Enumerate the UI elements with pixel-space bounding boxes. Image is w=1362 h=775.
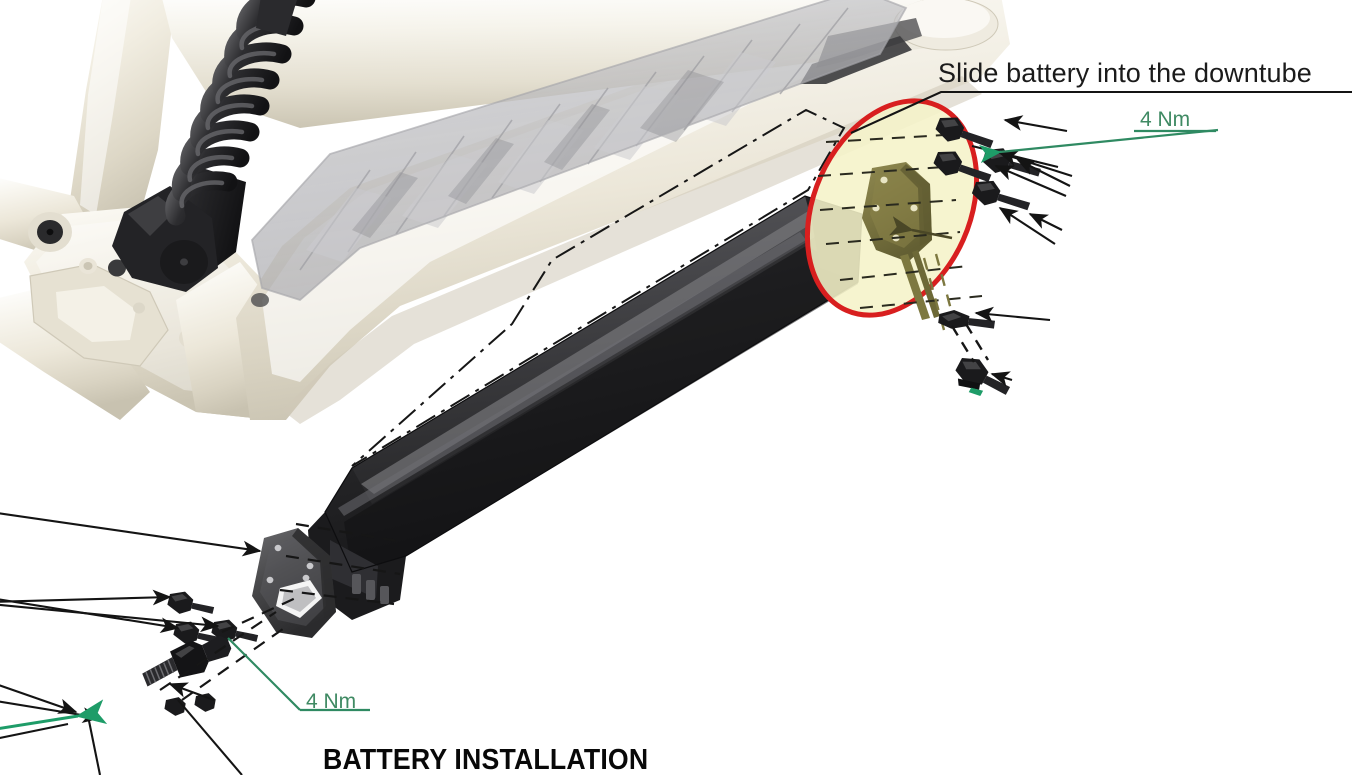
frame-small-boss-c (133, 302, 145, 314)
ghosted-battery-in-downtube (251, 0, 908, 302)
highlight-region (804, 98, 983, 331)
frame-top-tube-cap-face (898, 0, 990, 38)
frame-pivot-center (46, 228, 54, 236)
bolt-icon (167, 591, 215, 614)
lock-bracket-tail-a (900, 254, 930, 320)
frame-seat-tube-highlight (80, 0, 131, 215)
bolt-icon (971, 180, 1031, 211)
rear-coil-shock (112, 0, 316, 292)
bottom-assembly-axes (159, 522, 405, 701)
frame-rocker-cut (56, 286, 136, 342)
bracket-holes (266, 544, 314, 584)
page-title: BATTERY INSTALLATION (323, 744, 649, 775)
bolt-icon (955, 358, 1011, 397)
battery-lower-facet (344, 246, 858, 572)
shock-eyelet-hole (180, 258, 188, 266)
frame-cable-port (251, 293, 269, 307)
ghost-cell-shadows (352, 70, 724, 238)
screw-thread-lines (145, 659, 174, 685)
bolt-icon (933, 151, 992, 183)
shock-shaft (256, 0, 297, 36)
bolt-icon (935, 117, 994, 149)
ghost-cell-blocks (306, 52, 776, 262)
shock-eyelet-highlight (128, 196, 176, 236)
frame-downtube (236, 0, 1010, 420)
bicycle-frame (0, 0, 1010, 424)
battery-edge-highlight (361, 210, 824, 494)
frame-small-bolt-b (108, 259, 126, 277)
callout-instruction-text: Slide battery into the downtube (938, 58, 1312, 88)
torque-leader-top (979, 128, 1219, 164)
leader-lines-bottom (0, 512, 262, 775)
bolt-icon (938, 309, 996, 329)
torque-leader-bottom (227, 637, 370, 712)
green-arrow-bottom-left (0, 699, 108, 730)
frame-downtube-shadow (282, 76, 982, 424)
torque-spec-bottom: 4 Nm (306, 690, 357, 713)
battery-slide-path-outline (351, 108, 846, 467)
battery-center-crease (338, 232, 806, 516)
frame-small-boss-a-hole (83, 262, 93, 270)
torque-spec-top: 4 Nm (1140, 108, 1191, 131)
lock-bracket-pointer (889, 216, 953, 240)
battery-connector-pins (352, 574, 389, 604)
lock-bracket-side (900, 164, 932, 246)
bolt-assembly-axis (950, 323, 990, 363)
long-screw-assembly (142, 635, 232, 687)
